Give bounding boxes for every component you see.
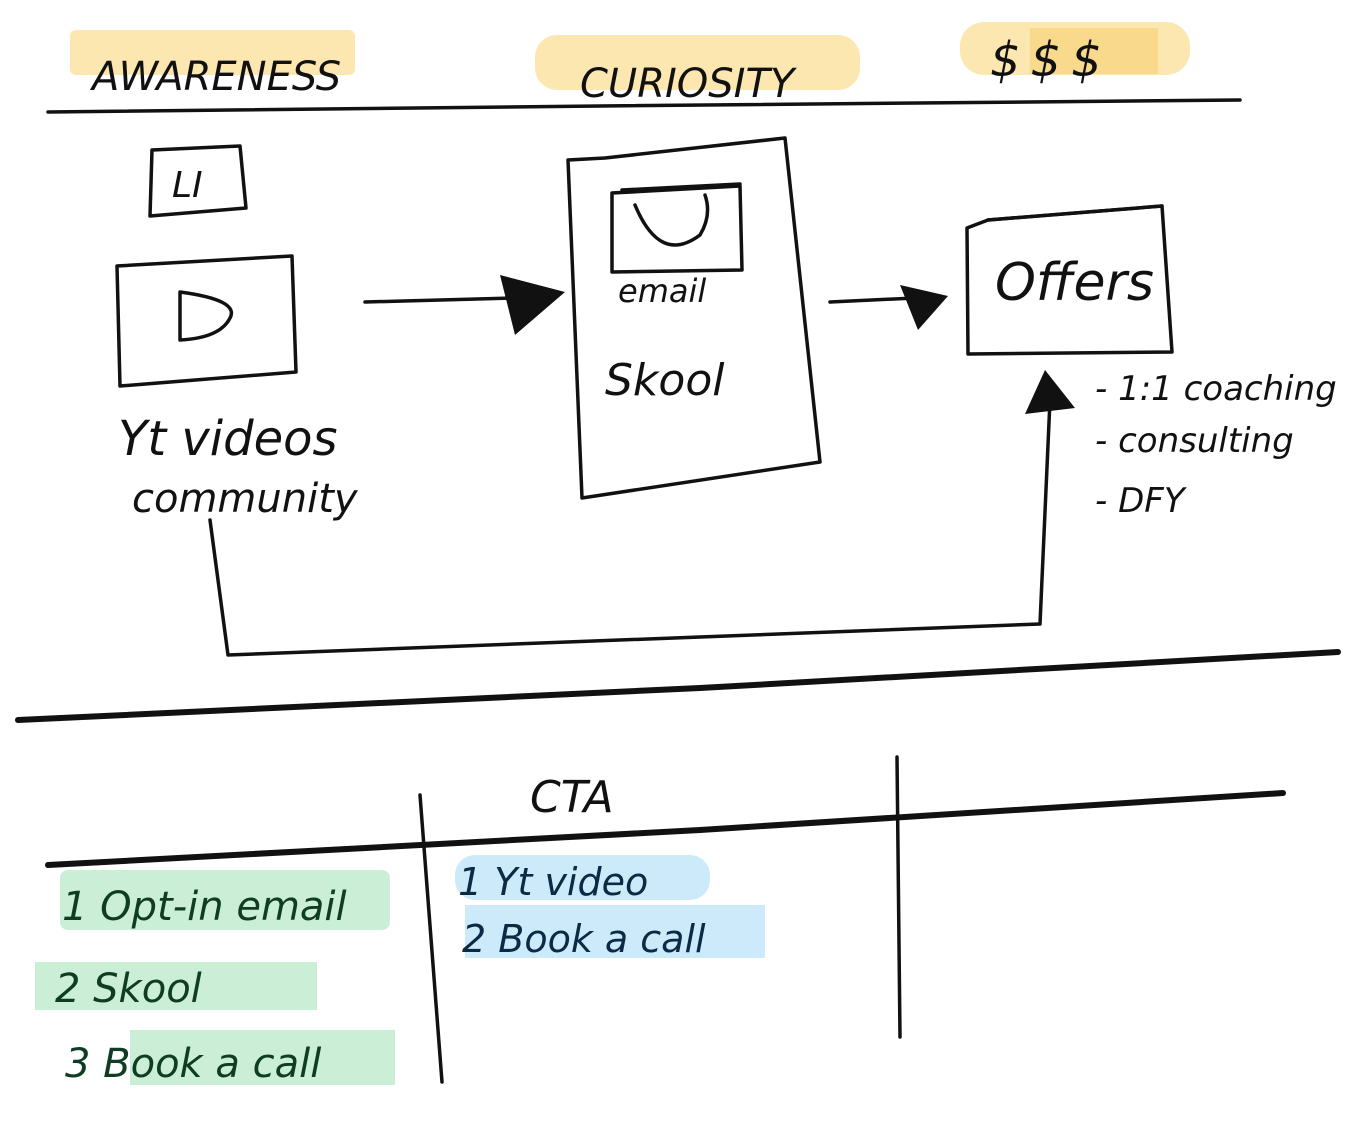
header-divider	[46, 98, 1242, 114]
arrowhead-icon	[900, 285, 948, 330]
video-box	[115, 254, 298, 388]
cta-title: CTA	[530, 772, 614, 823]
cta-column-divider-1	[418, 793, 444, 1084]
loop-arrow-community-to-offers	[208, 398, 1052, 657]
email-box-top	[620, 182, 742, 192]
offer-item-consulting: - consulting	[1095, 421, 1294, 461]
email-label: email	[618, 272, 706, 310]
arrow-awareness-to-curiosity	[363, 296, 517, 304]
linkedin-label: LI	[172, 165, 203, 206]
skool-box	[566, 136, 822, 500]
highlight-book-call-2	[465, 905, 765, 958]
email-icon	[633, 193, 710, 247]
header-money: $$$	[990, 32, 1112, 88]
cta-left-item-1: 1 Opt-in email	[62, 884, 347, 930]
arrowhead-up-icon	[1025, 370, 1075, 414]
highlight-book-call	[130, 1030, 395, 1085]
highlight-skool	[35, 962, 317, 1010]
curiosity-highlight	[535, 35, 860, 90]
cta-table-header-line	[45, 790, 1286, 868]
money-highlight-dark	[1030, 28, 1158, 74]
cta-middle-item-1: 1 Yt video	[458, 860, 648, 904]
offer-item-dfy: - DFY	[1095, 481, 1187, 521]
offer-item-coaching: - 1:1 coaching	[1095, 369, 1337, 409]
arrow-curiosity-to-offers	[828, 296, 917, 304]
video-caption-line2: community	[132, 476, 359, 522]
cta-left-item-3: 3 Book a call	[65, 1041, 321, 1087]
offers-box-top	[986, 204, 1164, 222]
cta-column-divider-2	[895, 755, 902, 1039]
awareness-highlight	[70, 30, 355, 75]
email-box	[610, 184, 744, 274]
linkedin-box	[148, 144, 248, 218]
video-caption-line1: Yt videos	[118, 411, 338, 467]
arrowhead-icon	[500, 275, 565, 335]
skool-label: Skool	[605, 355, 725, 406]
cta-left-item-2: 2 Skool	[55, 966, 202, 1012]
play-icon	[178, 290, 234, 342]
cta-middle-item-2: 2 Book a call	[462, 917, 706, 961]
header-curiosity: CURIOSITY	[580, 61, 798, 107]
offers-box	[965, 204, 1174, 356]
section-divider	[15, 649, 1341, 723]
header-awareness: AWARENESS	[89, 54, 341, 100]
offers-title: Offers	[995, 253, 1154, 313]
highlight-yt-video	[455, 855, 710, 900]
highlight-opt-in	[60, 870, 390, 930]
